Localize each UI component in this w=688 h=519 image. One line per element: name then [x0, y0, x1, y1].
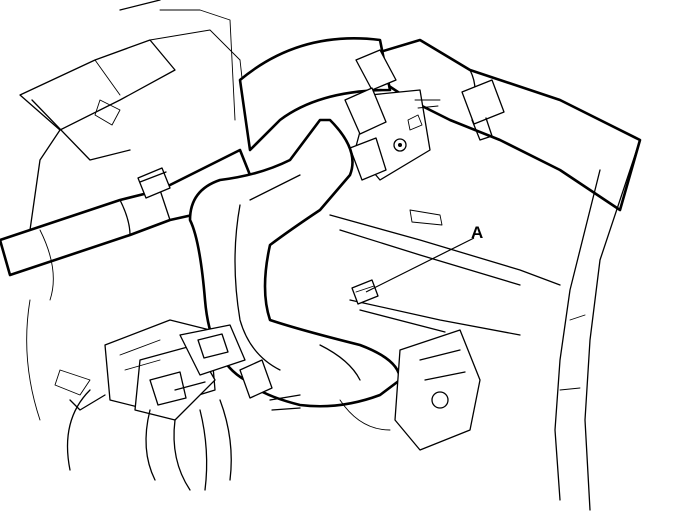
- callout-a-leader-line: [365, 237, 475, 293]
- wiring-harness: [26, 229, 232, 491]
- lower-right-component: [339, 329, 481, 451]
- lower-hose-clamp: [239, 359, 301, 411]
- connector-cluster: [104, 319, 246, 421]
- flange-clamp: [344, 87, 387, 181]
- callout-a-label: A: [471, 223, 484, 242]
- right-frame-rails: [554, 139, 641, 511]
- callout-a-target-clamp: [351, 279, 379, 305]
- upper-right-hose-clamp: [461, 79, 505, 141]
- main-coolant-hose: [188, 118, 402, 408]
- upper-hose-clamp: [355, 49, 397, 91]
- lower-pipes: [329, 99, 561, 336]
- left-hose-clamp: [137, 167, 171, 199]
